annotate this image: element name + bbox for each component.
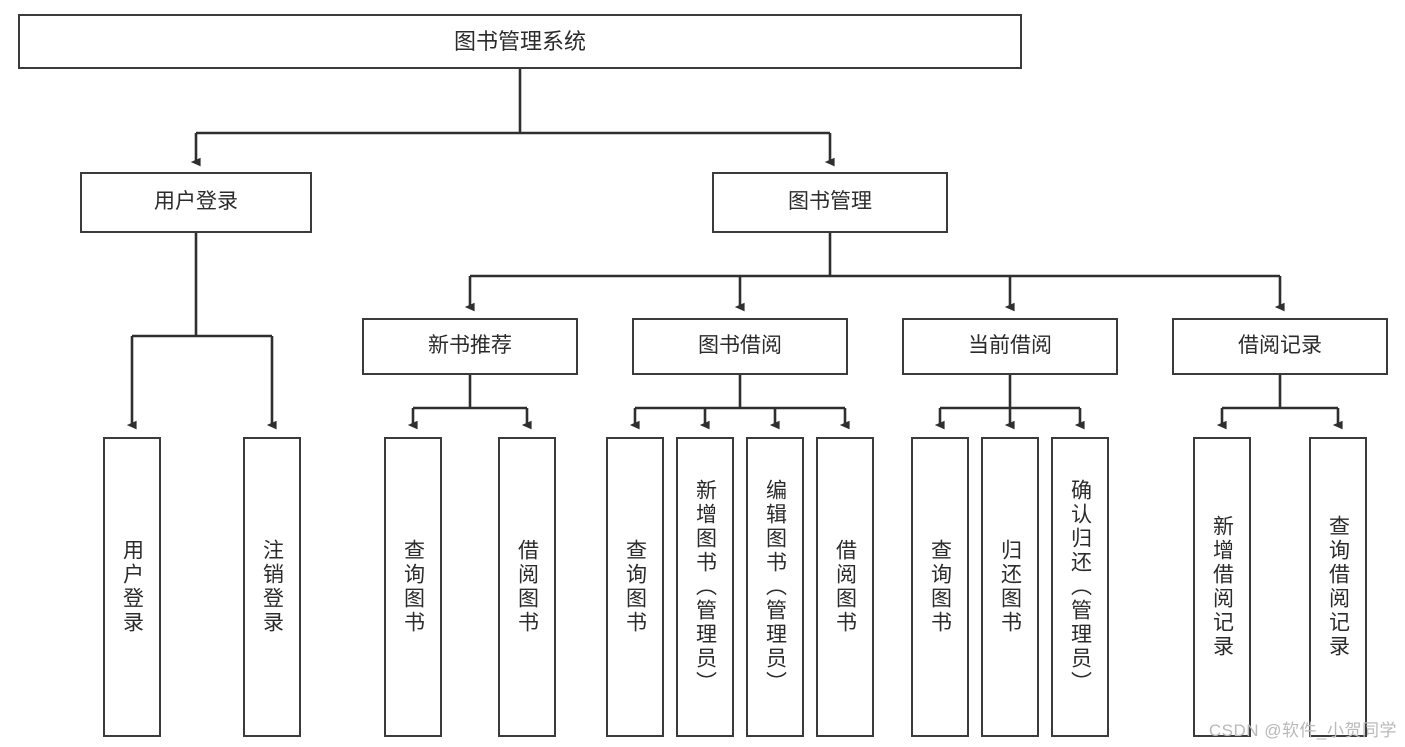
leaf-confirm-return-admin[interactable]: 确认归还（管理员）	[1051, 437, 1109, 737]
node-label: 借阅记录	[1238, 334, 1322, 358]
node-label: 确认归还（管理员）	[1068, 479, 1092, 695]
leaf-query-book-3[interactable]: 查询图书	[911, 437, 969, 737]
node-user-login[interactable]: 用户登录	[80, 172, 312, 233]
node-label: 查询借阅记录	[1326, 515, 1350, 659]
leaf-query-book-1[interactable]: 查询图书	[384, 437, 442, 737]
node-book-borrow[interactable]: 图书借阅	[632, 318, 848, 375]
node-label: 借阅图书	[515, 539, 539, 635]
node-label: 借阅图书	[833, 539, 857, 635]
node-label: 用户登录	[120, 539, 144, 635]
node-label: 当前借阅	[968, 334, 1052, 358]
leaf-add-borrow-record[interactable]: 新增借阅记录	[1193, 437, 1251, 737]
node-label: 查询图书	[623, 539, 647, 635]
node-label: 注销登录	[260, 539, 284, 635]
leaf-return-book[interactable]: 归还图书	[981, 437, 1039, 737]
leaf-query-book-2[interactable]: 查询图书	[606, 437, 664, 737]
node-current-borrow[interactable]: 当前借阅	[902, 318, 1118, 375]
node-label: 编辑图书（管理员）	[763, 479, 787, 695]
node-borrow-record[interactable]: 借阅记录	[1172, 318, 1388, 375]
leaf-query-borrow-record[interactable]: 查询借阅记录	[1309, 437, 1367, 737]
node-label: 查询图书	[928, 539, 952, 635]
node-label: 图书管理系统	[453, 28, 586, 54]
node-label: 新书推荐	[428, 334, 512, 358]
node-label: 新增借阅记录	[1210, 515, 1234, 659]
leaf-add-book-admin[interactable]: 新增图书（管理员）	[676, 437, 734, 737]
node-label: 用户登录	[154, 190, 238, 214]
leaf-edit-book-admin[interactable]: 编辑图书（管理员）	[746, 437, 804, 737]
csdn-watermark: CSDN @软件_小贺同学	[1208, 721, 1397, 740]
node-label: 图书管理	[788, 190, 872, 214]
leaf-logout-login[interactable]: 注销登录	[243, 437, 301, 737]
node-label: 归还图书	[998, 539, 1022, 635]
node-new-book-recommend[interactable]: 新书推荐	[362, 318, 578, 375]
node-book-management[interactable]: 图书管理	[712, 172, 948, 233]
node-label: 图书借阅	[698, 334, 782, 358]
node-label: 查询图书	[401, 539, 425, 635]
node-root-book-management-system[interactable]: 图书管理系统	[18, 14, 1022, 69]
leaf-borrow-book-1[interactable]: 借阅图书	[498, 437, 556, 737]
node-label: 新增图书（管理员）	[693, 479, 717, 695]
leaf-borrow-book-2[interactable]: 借阅图书	[816, 437, 874, 737]
leaf-user-login[interactable]: 用户登录	[103, 437, 161, 737]
